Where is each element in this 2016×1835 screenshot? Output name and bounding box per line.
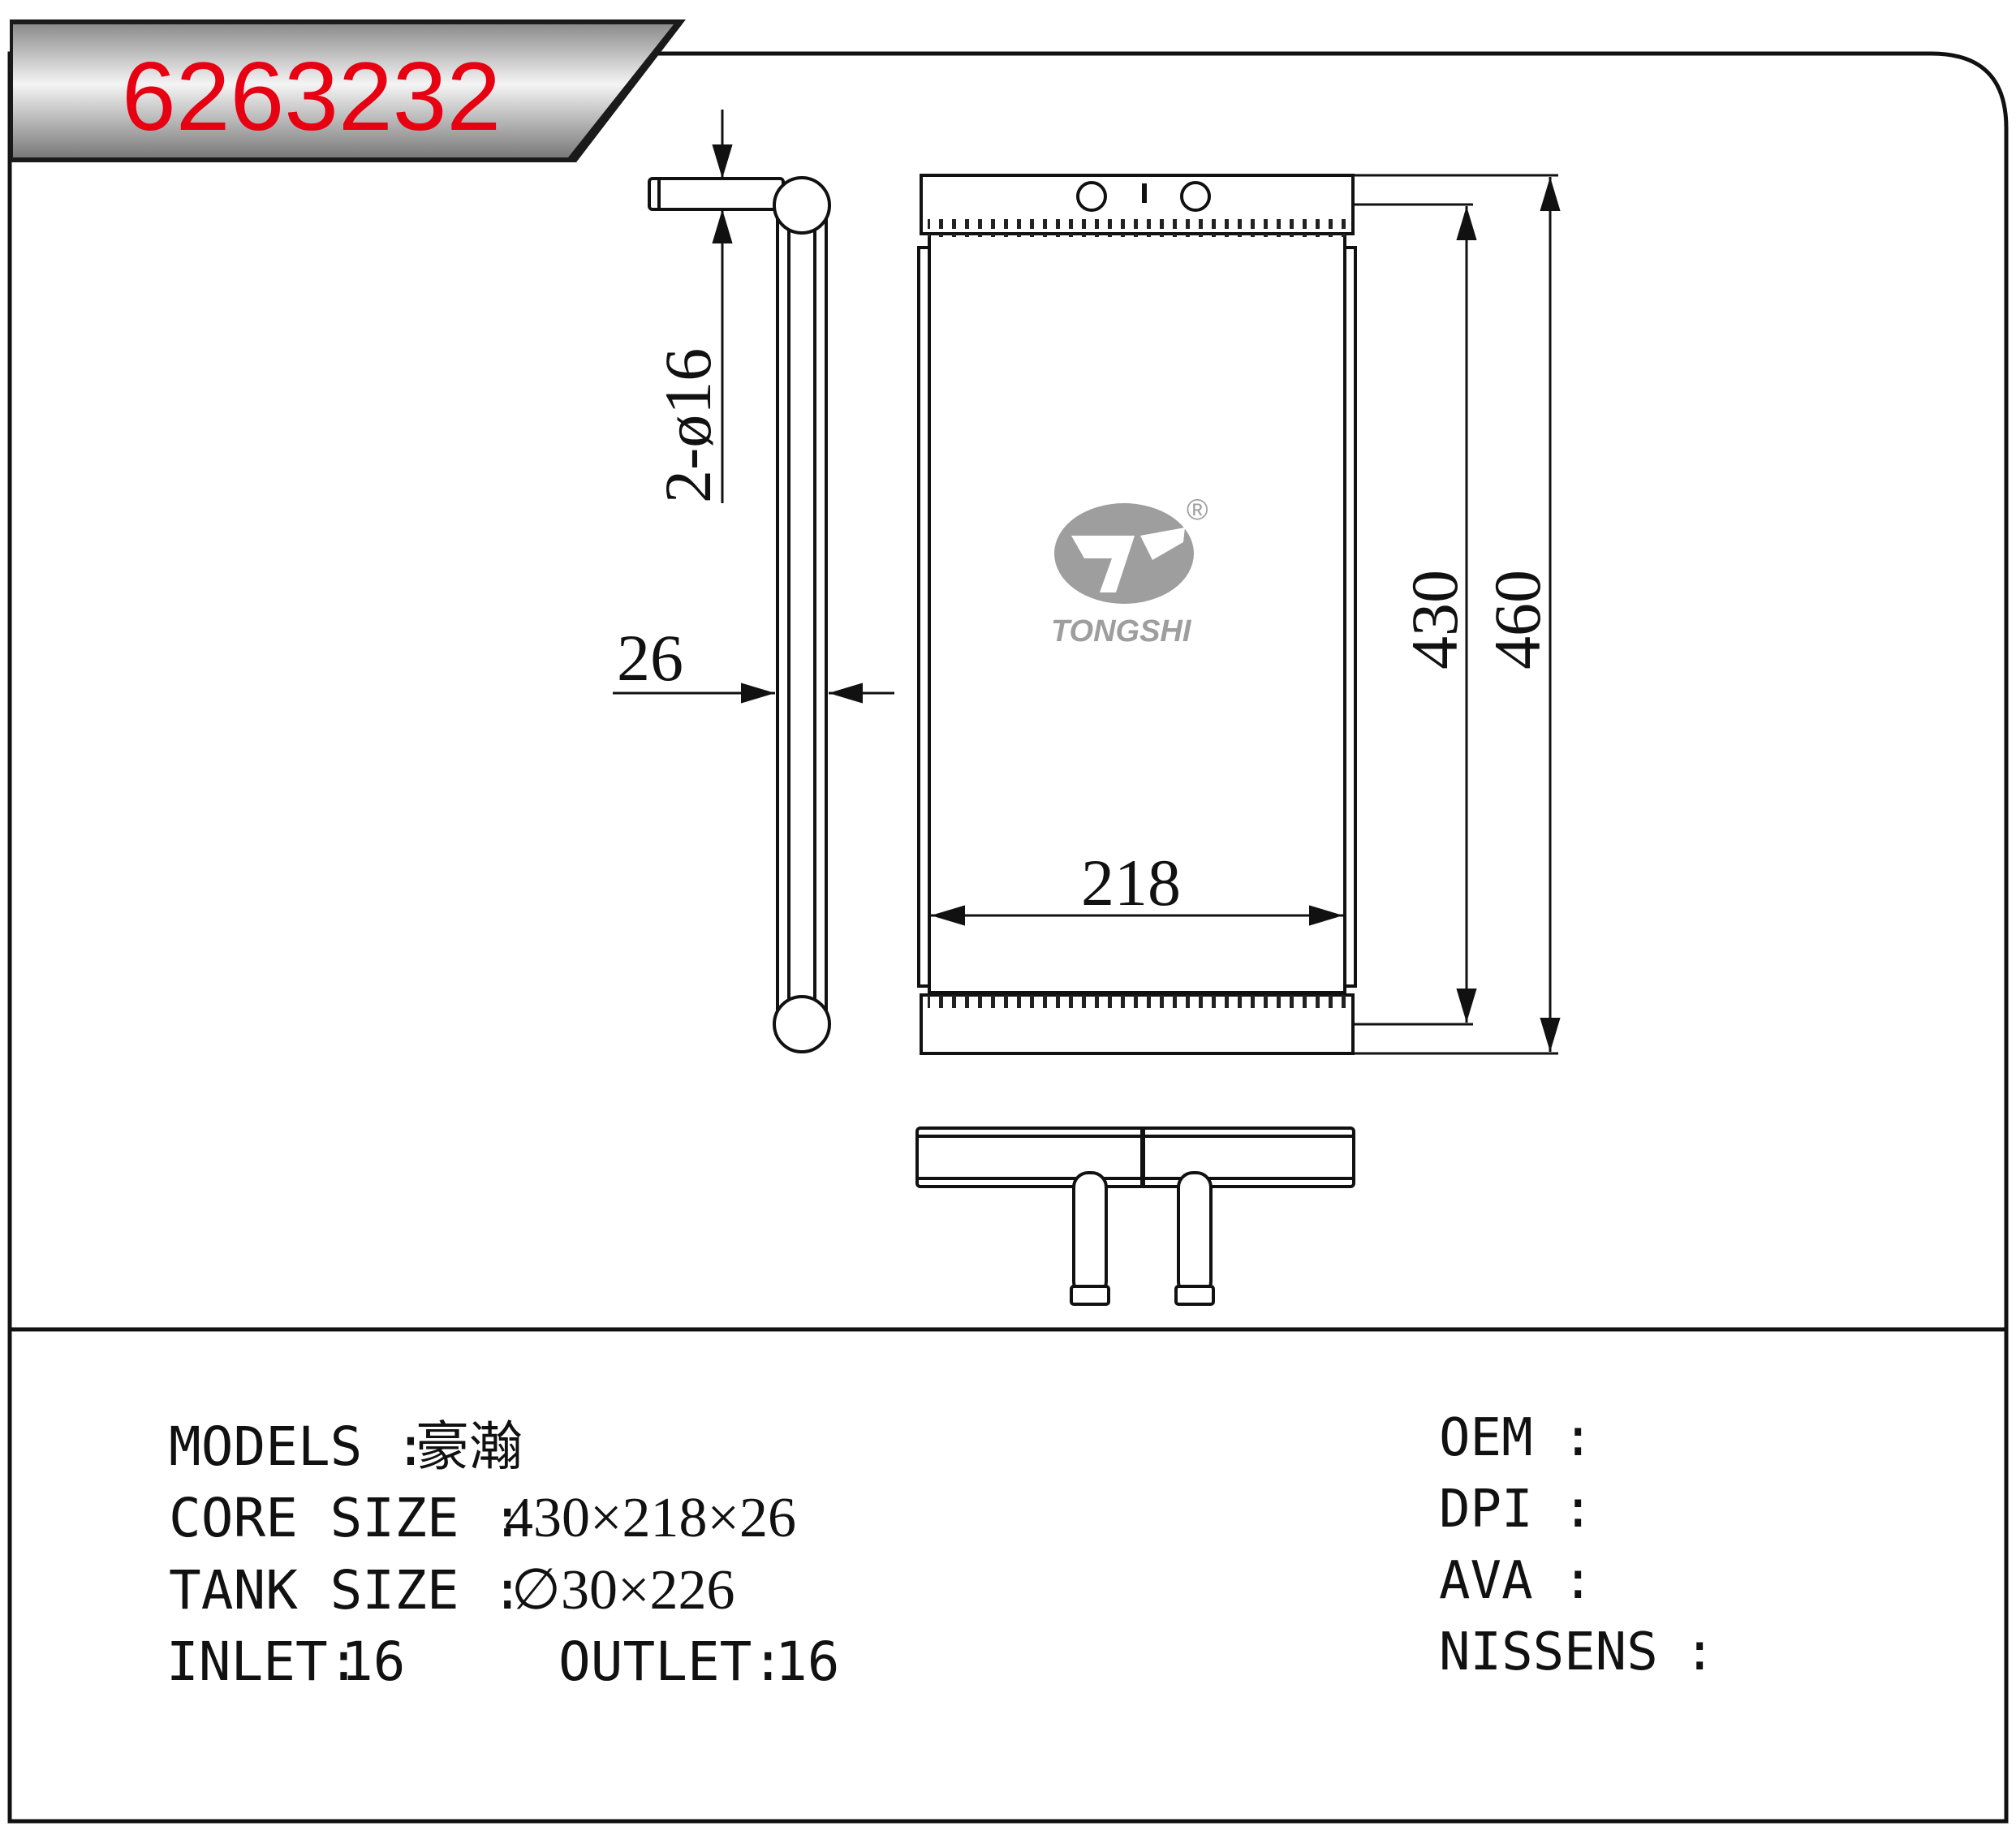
cross-reference-block: OEM : DPI : AVA : NISSENS : — [1439, 1408, 1716, 1682]
side-view — [648, 176, 831, 1053]
core-body — [928, 232, 1346, 994]
ref-label-dpi: DPI — [1439, 1480, 1533, 1540]
part-number-banner: 6263232 — [10, 19, 686, 162]
side-pipe-stub — [648, 177, 785, 211]
part-number: 6263232 — [122, 42, 501, 151]
left-side-plate — [917, 246, 931, 988]
dim-total-height-label: 460 — [1480, 570, 1554, 670]
outer-frame — [7, 51, 2009, 1824]
ref-label-ava: AVA — [1439, 1551, 1533, 1611]
top-port-left — [1076, 181, 1107, 212]
top-fin-teeth — [928, 219, 1346, 237]
side-tank-tube — [776, 203, 828, 1026]
models-label: MODELS : — [169, 1415, 427, 1478]
bottom-fin-teeth — [928, 995, 1346, 1013]
bottom-view — [915, 1126, 1355, 1306]
models-value: 豪瀚 — [416, 1416, 523, 1476]
ref-sep-dpi: : — [1562, 1480, 1594, 1540]
ref-label-oem: OEM — [1439, 1408, 1533, 1468]
ref-sep-ava: : — [1562, 1551, 1594, 1611]
core-size-label: CORE SIZE : — [169, 1487, 523, 1549]
tank-size-value: ∅30×226 — [511, 1559, 734, 1622]
ref-sep-nissens: : — [1684, 1622, 1716, 1682]
dim-thickness-label: 26 — [617, 621, 683, 695]
side-top-tank — [773, 176, 831, 235]
tank-size-label: TANK SIZE : — [169, 1559, 523, 1622]
ref-sep-oem: : — [1562, 1408, 1594, 1468]
right-side-plate — [1343, 246, 1357, 988]
dim-pipe-label: 2-ø16 — [651, 348, 725, 503]
dim-core-height-label: 430 — [1398, 570, 1471, 670]
bottom-view-pipe-left — [1072, 1171, 1108, 1298]
specs-block: MODELS : 豪瀚 CORE SIZE : 430×218×26 TANK … — [166, 1415, 839, 1693]
front-view — [917, 174, 1357, 1055]
core-size-value: 430×218×26 — [505, 1487, 796, 1549]
ref-label-nissens: NISSENS — [1439, 1622, 1658, 1682]
inlet-label: INLET: — [166, 1630, 360, 1693]
dim-width-label: 218 — [1081, 846, 1181, 920]
top-port-right — [1180, 181, 1211, 212]
height-dimensions — [1353, 174, 1561, 1055]
inlet-value: 16 — [341, 1630, 405, 1693]
logo-text: TONGSHI — [1051, 614, 1192, 648]
side-bottom-tank — [773, 995, 831, 1053]
outlet-label: OUTLET: — [558, 1630, 784, 1693]
bottom-view-tank — [915, 1126, 1355, 1188]
logo-registered-mark: ® — [1187, 493, 1208, 526]
bottom-view-pipe-right — [1177, 1171, 1213, 1298]
outlet-value: 16 — [775, 1630, 839, 1693]
tongshi-logo: ® TONGSHI — [1051, 493, 1208, 648]
